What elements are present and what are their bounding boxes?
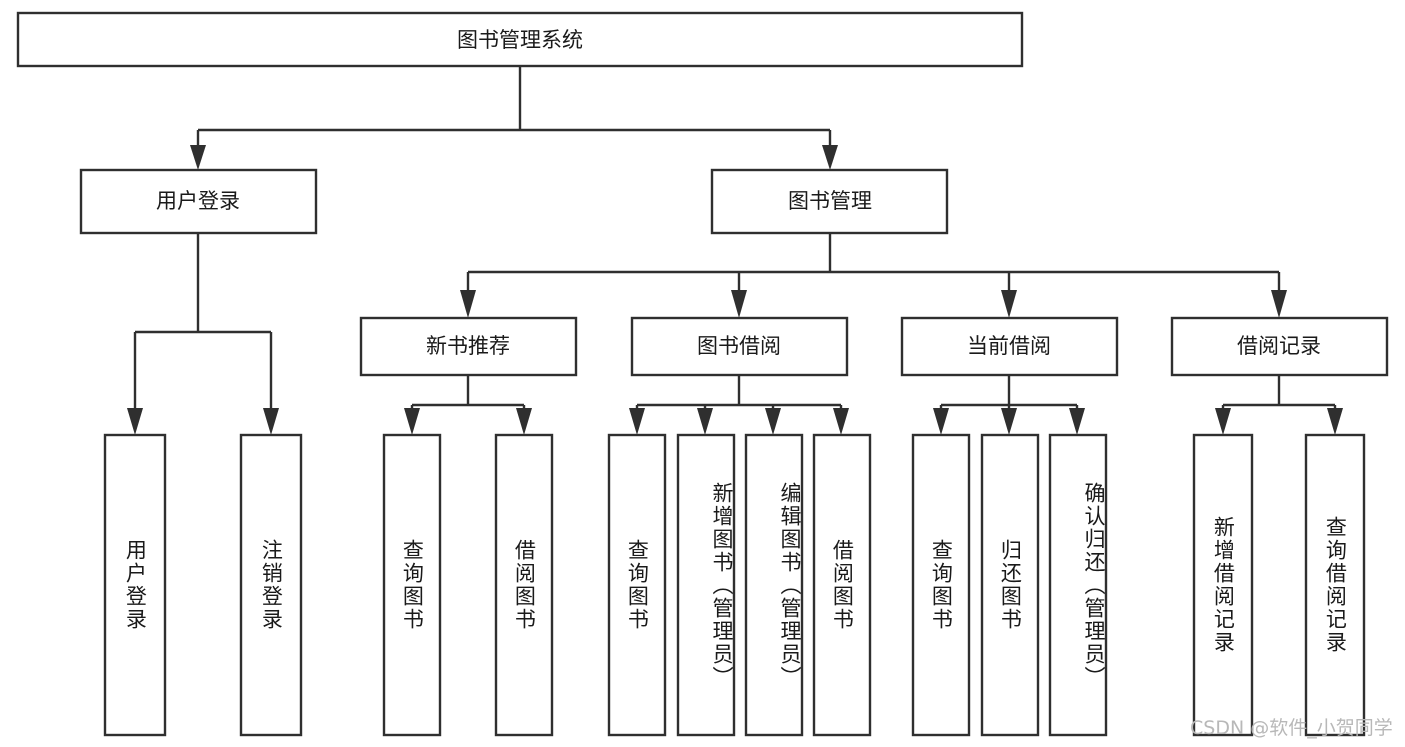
node-book-borrow-box[interactable] (630, 316, 849, 377)
arrowhead-leaf-query-record (1327, 408, 1343, 435)
arrowhead-leaf-add-record (1215, 408, 1231, 435)
node-borrow-record-label: 借阅记录 (1237, 334, 1321, 358)
node-new-book-recommend-box[interactable] (359, 316, 578, 377)
node-leaf-user-login-box[interactable] (103, 433, 167, 737)
node-leaf-query-book-2-box[interactable] (607, 433, 667, 737)
arrowhead-leaf-user-login (127, 408, 143, 435)
arrowhead-leaf-query-book-2 (629, 408, 645, 435)
arrowhead-leaf-return-book (1001, 408, 1017, 435)
node-leaf-confirm-return-box[interactable] (1048, 433, 1108, 737)
node-new-book-recommend-label: 新书推荐 (426, 334, 510, 358)
node-user-login-box[interactable] (79, 168, 318, 235)
node-leaf-query-book-3-box[interactable] (911, 433, 971, 737)
node-user-login-label: 用户登录 (156, 189, 240, 213)
connector-group (127, 66, 1343, 435)
arrowhead-leaf-borrow-book-1 (516, 408, 532, 435)
csdn-watermark: CSDN @软件_小贺同学 (1190, 717, 1393, 739)
node-root-box[interactable] (16, 11, 1024, 68)
arrowhead-leaf-query-book-3 (933, 408, 949, 435)
arrowhead-book-borrow (731, 290, 747, 318)
node-borrow-record-box[interactable] (1170, 316, 1389, 377)
node-book-management-box[interactable] (710, 168, 949, 235)
node-leaf-query-record-box[interactable] (1304, 433, 1366, 737)
node-book-borrow-label: 图书借阅 (697, 334, 781, 358)
arrowhead-leaf-borrow-book-2 (833, 408, 849, 435)
arrowhead-new-book-recommend (460, 290, 476, 318)
arrowhead-leaf-edit-book (765, 408, 781, 435)
arrowhead-leaf-add-book (697, 408, 713, 435)
node-leaf-return-book-box[interactable] (980, 433, 1040, 737)
node-current-borrow-label: 当前借阅 (967, 334, 1051, 358)
arrowhead-current-borrow (1001, 290, 1017, 318)
node-box-group: 图书管理系统 用户登录 图书管理 新书推荐 图书借阅 当前借阅 借阅记录 (16, 11, 1389, 737)
arrowhead-leaf-query-book-1 (404, 408, 420, 435)
arrowhead-user-login (190, 145, 206, 170)
node-book-management-label: 图书管理 (788, 189, 872, 213)
arrowhead-leaf-user-logout (263, 408, 279, 435)
arrowhead-borrow-record (1271, 290, 1287, 318)
node-current-borrow-box[interactable] (900, 316, 1119, 377)
node-root-label: 图书管理系统 (457, 28, 583, 52)
node-leaf-borrow-book-1-box[interactable] (494, 433, 554, 737)
arrowhead-leaf-confirm-return (1069, 408, 1085, 435)
node-leaf-add-record-box[interactable] (1192, 433, 1254, 737)
node-leaf-query-book-1-box[interactable] (382, 433, 442, 737)
arrowhead-book-management (822, 145, 838, 170)
node-leaf-user-logout-box[interactable] (239, 433, 303, 737)
node-leaf-borrow-book-2-box[interactable] (812, 433, 872, 737)
node-leaf-add-book-box[interactable] (676, 433, 736, 737)
node-leaf-edit-book-box[interactable] (744, 433, 804, 737)
